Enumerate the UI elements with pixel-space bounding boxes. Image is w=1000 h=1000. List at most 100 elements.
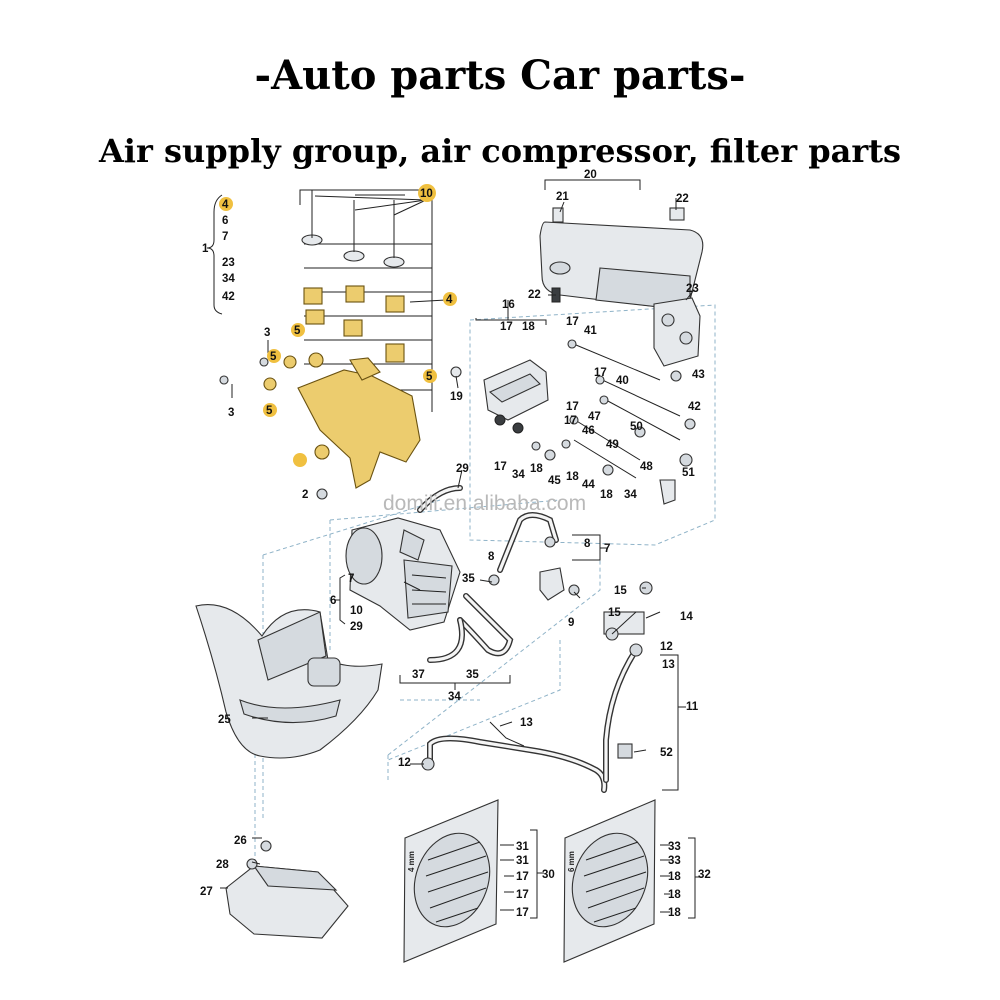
- callout-label: 47: [588, 411, 601, 423]
- callout-label: 8: [584, 538, 591, 550]
- callout-label: 13: [520, 717, 533, 729]
- callout-label: 17: [566, 401, 579, 413]
- callout-label: 6: [222, 215, 228, 227]
- cover-shield-part: [195, 604, 383, 759]
- callout-highlights: [219, 184, 457, 467]
- callout-label: 17: [516, 907, 529, 919]
- callout-label: 7: [604, 543, 610, 555]
- bracket-lines: [206, 179, 703, 919]
- callout-label: 18: [566, 471, 579, 483]
- callout-label: 48: [640, 461, 653, 473]
- callout-label: 42: [222, 291, 235, 303]
- callout-label: 18: [530, 463, 543, 475]
- callout-label: 40: [616, 375, 629, 387]
- template-4mm-part: [403, 799, 499, 963]
- callout-label: 1: [202, 243, 209, 255]
- leader-lines: [220, 195, 695, 913]
- callout-label: 7: [222, 231, 228, 243]
- callout-label: 5: [294, 325, 301, 337]
- page-subtitle: Air supply group, air compressor, filter…: [98, 132, 902, 170]
- callout-label: 32: [698, 869, 711, 881]
- callout-label: 15: [614, 585, 627, 597]
- callout-label: 45: [548, 475, 561, 487]
- callout-label: 5: [270, 351, 277, 363]
- callout-label: 5: [426, 371, 433, 383]
- callout-label: 33: [668, 841, 681, 853]
- callout-label: 23: [222, 257, 235, 269]
- callout-label: 46: [582, 425, 595, 437]
- callout-label: 42: [688, 401, 701, 413]
- callout-label: 21: [556, 191, 569, 203]
- callout-label: 18: [522, 321, 535, 333]
- callout-label: 35: [462, 573, 475, 585]
- callout-label: 34: [624, 489, 637, 501]
- callout-label: 3: [228, 407, 234, 419]
- watermark-text: domili.en.alibaba.com: [383, 492, 586, 515]
- callout-label: 27: [200, 886, 213, 898]
- callout-label: 14: [680, 611, 693, 623]
- callout-label: 29: [350, 621, 363, 633]
- callout-label: 12: [660, 641, 673, 653]
- callout-label: 18: [668, 871, 681, 883]
- callout-label: 17: [594, 367, 607, 379]
- callout-label: 17: [566, 316, 579, 328]
- callout-label: 41: [584, 325, 597, 337]
- air-compressor-part: [345, 517, 461, 631]
- callout-label: 7: [348, 573, 354, 585]
- callout-label: 35: [466, 669, 479, 681]
- callout-label: 18: [668, 907, 681, 919]
- callout-label: 19: [450, 391, 463, 403]
- callout-label: 8: [488, 551, 495, 563]
- callout-label: 2: [302, 489, 308, 501]
- callout-label: 30: [542, 869, 555, 881]
- callout-label: 5: [266, 405, 273, 417]
- callout-label: 18: [668, 889, 681, 901]
- air-reservoir-part: [539, 207, 704, 310]
- callout-label: 51: [682, 467, 695, 479]
- callout-label: 34: [448, 691, 461, 703]
- template-6mm-part: [563, 799, 656, 963]
- control-unit-part: [225, 840, 349, 939]
- callout-label: 25: [218, 714, 231, 726]
- callout-label: 26: [234, 835, 247, 847]
- callout-label: 17: [500, 321, 513, 333]
- callout-label: 33: [668, 855, 681, 867]
- page-title: -Auto parts Car parts-: [254, 52, 746, 99]
- callout-label: 31: [516, 855, 529, 867]
- callout-label: 10: [350, 605, 363, 617]
- callout-label: 4: [446, 294, 453, 306]
- callout-label: 23: [686, 283, 699, 295]
- small-hoses-part: [531, 339, 696, 505]
- callout-label: 17: [516, 889, 529, 901]
- callout-label: 20: [584, 169, 597, 181]
- callout-label: 43: [692, 369, 705, 381]
- valve-unit-part: [653, 297, 701, 367]
- template-size-label: 6 mm: [567, 851, 576, 872]
- air-line-part: [421, 581, 653, 793]
- compressor-bracket-part: [219, 190, 421, 500]
- callout-label: 15: [608, 607, 621, 619]
- callout-label: 4: [222, 199, 229, 211]
- callout-label: 34: [222, 273, 235, 285]
- callout-label: 31: [516, 841, 529, 853]
- callout-label: 9: [568, 617, 574, 629]
- callout-label: 13: [662, 659, 675, 671]
- callout-label: 22: [528, 289, 541, 301]
- callout-label: 22: [676, 193, 689, 205]
- callout-label: 16: [502, 299, 515, 311]
- template-size-label: 4 mm: [407, 851, 416, 872]
- callout-label: 52: [660, 747, 673, 759]
- callout-label: 37: [412, 669, 425, 681]
- callout-label: 17: [564, 415, 577, 427]
- callout-label: 44: [582, 479, 595, 491]
- callout-label: 11: [686, 701, 699, 713]
- callout-label: 50: [630, 421, 643, 433]
- callout-label: 10: [420, 188, 433, 200]
- callout-label: 34: [512, 469, 525, 481]
- callout-label: 12: [398, 757, 411, 769]
- callout-label: 17: [516, 871, 529, 883]
- compressor-hoses-part: [417, 485, 580, 663]
- callout-label: 17: [494, 461, 507, 473]
